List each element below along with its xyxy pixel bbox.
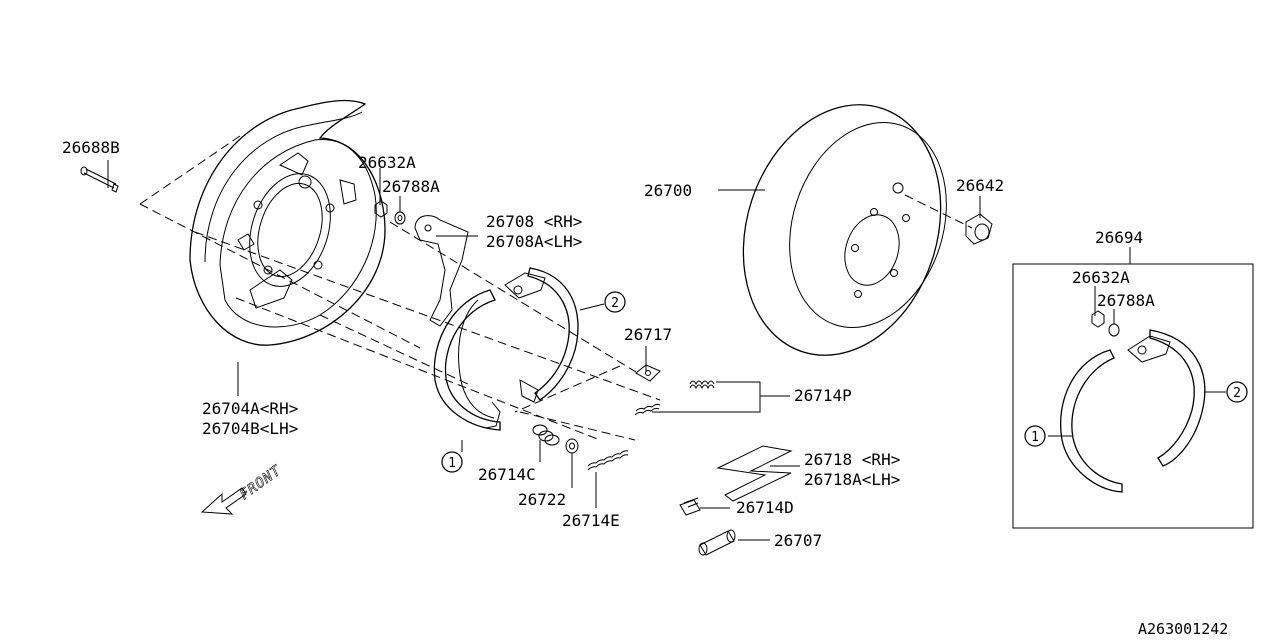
callout-1-kit-label: 1 [1031, 430, 1039, 445]
label-26722: 26722 [518, 490, 566, 509]
dashed-assembly-lines [139, 135, 973, 441]
springs-26714p-illustration [634, 380, 715, 416]
label-26714c: 26714C [478, 465, 536, 484]
backing-plate-illustration [189, 99, 386, 346]
label-26718-rh: 26718 <RH> [804, 450, 900, 469]
label-26694: 26694 [1095, 228, 1143, 247]
label-26714e: 26714E [562, 511, 620, 530]
callout-2-main: 2 [604, 291, 626, 313]
label-26708a-lh: 26708A<LH> [486, 232, 582, 251]
diagram-id: A263001242 [1138, 620, 1228, 638]
label-26788a: 26788A [382, 177, 440, 196]
label-26632a: 26632A [358, 153, 416, 172]
front-direction-arrow: FRONT [200, 462, 285, 515]
adjuster-26707-illustration [698, 529, 736, 556]
label-26704b-lh: 26704B<LH> [202, 419, 298, 438]
callout-1-main-label: 1 [448, 456, 456, 471]
spring-clip-26717-illustration [635, 364, 661, 382]
label-26632a-kit: 26632A [1072, 268, 1130, 287]
bolt-26688b-illustration [80, 166, 119, 193]
spring-26714d-illustration [679, 497, 701, 516]
callout-1-main: 1 [441, 451, 463, 473]
label-26707: 26707 [774, 531, 822, 550]
label-26717: 26717 [624, 325, 672, 344]
label-26714d: 26714D [736, 498, 794, 517]
callout-2-main-label: 2 [611, 296, 619, 311]
front-label: FRONT [237, 462, 285, 503]
label-26708-rh: 26708 <RH> [486, 212, 582, 231]
spring-26714c-illustration [532, 424, 560, 446]
callout-2-kit: 2 [1226, 381, 1248, 403]
label-26688b: 26688B [62, 138, 120, 157]
callout-1-kit: 1 [1024, 425, 1046, 447]
strut-26718-illustration [716, 445, 793, 502]
callout-2-kit-label: 2 [1233, 386, 1241, 401]
brake-shoe-2-illustration [504, 267, 579, 403]
washer-26722-illustration [565, 438, 579, 454]
brake-shoe-1-illustration [433, 289, 501, 431]
shoe-kit-box [1012, 263, 1254, 529]
label-26704a-rh: 26704A<RH> [202, 399, 298, 418]
label-26642: 26642 [956, 176, 1004, 195]
label-26700: 26700 [644, 181, 692, 200]
spring-26714e-illustration [587, 450, 629, 471]
label-26718a-lh: 26718A<LH> [804, 470, 900, 489]
plug-26642-illustration [965, 213, 993, 245]
label-26788a-kit: 26788A [1097, 291, 1155, 310]
parking-lever-illustration [414, 215, 469, 327]
label-26714p: 26714P [794, 386, 852, 405]
leader-lines [107, 160, 1226, 541]
brake-rotor-illustration [742, 104, 947, 356]
